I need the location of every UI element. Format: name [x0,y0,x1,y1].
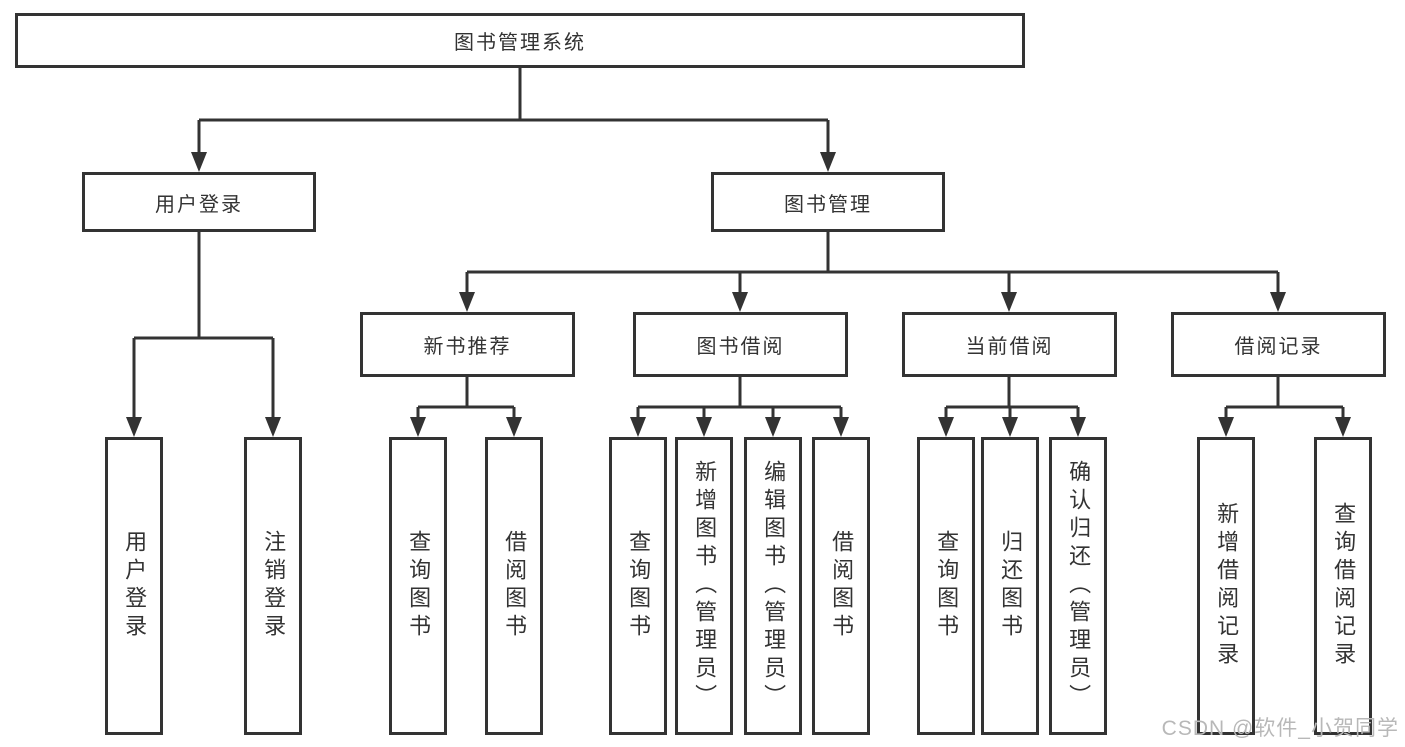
arrow-down-icon [506,417,522,437]
leaf-logout-login: 注销登录 [244,437,302,735]
arrow-down-icon [1270,292,1286,312]
arrow-down-icon [410,417,426,437]
arrow-down-icon [833,417,849,437]
node-borrowing-records: 借阅记录 [1171,312,1386,377]
leaf-query-books-current: 查询图书 [917,437,975,735]
arrow-down-icon [938,417,954,437]
leaf-borrow-books-borrowing: 借阅图书 [812,437,870,735]
connector-root-to-level2 [197,68,830,154]
arrow-down-icon [765,417,781,437]
connector-current-borrowing-to-leaves [944,377,1080,419]
node-label: 注销登录 [261,530,287,642]
leaf-query-books-recommend: 查询图书 [389,437,447,735]
node-label: 借阅图书 [502,530,528,642]
node-label: 借阅图书 [829,530,855,642]
connector-borrowing-records-to-leaves [1224,377,1345,419]
node-new-book-recommendation: 新书推荐 [360,312,575,377]
node-label: 用户登录 [155,193,243,216]
node-label: 查询图书 [934,530,960,642]
connector-new-book-recommendation-to-leaves [416,377,516,419]
leaf-borrow-books-recommend: 借阅图书 [485,437,543,735]
node-user-login: 用户登录 [82,172,316,232]
leaf-query-books-borrowing: 查询图书 [609,437,667,735]
node-label: 查询借阅记录 [1331,502,1357,670]
connector-user-login-to-leaves [132,232,275,419]
arrow-down-icon [630,417,646,437]
node-label: 图书管理 [784,193,872,216]
node-label: 确认归还（管理员） [1066,460,1092,712]
arrow-down-icon [820,152,836,172]
arrow-down-icon [126,417,142,437]
node-book-management: 图书管理 [711,172,945,232]
arrow-down-icon [696,417,712,437]
node-label: 图书借阅 [696,336,785,358]
leaf-add-borrow-record: 新增借阅记录 [1197,437,1255,735]
leaf-confirm-return-admin: 确认归还（管理员） [1049,437,1107,735]
node-book-borrowing: 图书借阅 [633,312,848,377]
arrow-down-icon [1335,417,1351,437]
arrow-down-icon [191,152,207,172]
arrow-down-icon [459,292,475,312]
arrow-down-icon [1070,417,1086,437]
node-label: 新增图书（管理员） [692,460,718,712]
node-label: 编辑图书（管理员） [761,460,787,712]
arrow-down-icon [265,417,281,437]
node-label: 当前借阅 [965,336,1054,358]
node-label: 新书推荐 [423,336,512,358]
node-label: 图书管理系统 [454,32,586,54]
arrow-down-icon [1218,417,1234,437]
leaf-user-login: 用户登录 [105,437,163,735]
node-label: 新增借阅记录 [1214,502,1240,670]
node-library-management-system: 图书管理系统 [15,13,1025,68]
node-label: 归还图书 [998,530,1024,642]
node-label: 用户登录 [122,530,148,642]
node-label: 查询图书 [406,530,432,642]
arrow-down-icon [1001,292,1017,312]
arrow-down-icon [732,292,748,312]
connector-book-borrowing-to-leaves [636,377,843,419]
leaf-edit-books-admin: 编辑图书（管理员） [744,437,802,735]
node-current-borrowing: 当前借阅 [902,312,1117,377]
csdn-watermark: CSDN @软件_小贺同学 [1161,717,1399,740]
leaf-add-books-admin: 新增图书（管理员） [675,437,733,735]
node-label: 查询图书 [626,530,652,642]
connector-book-management-to-level3 [465,232,1280,294]
leaf-return-books: 归还图书 [981,437,1039,735]
node-label: 借阅记录 [1234,336,1323,358]
arrow-down-icon [1002,417,1018,437]
leaf-query-borrow-record: 查询借阅记录 [1314,437,1372,735]
